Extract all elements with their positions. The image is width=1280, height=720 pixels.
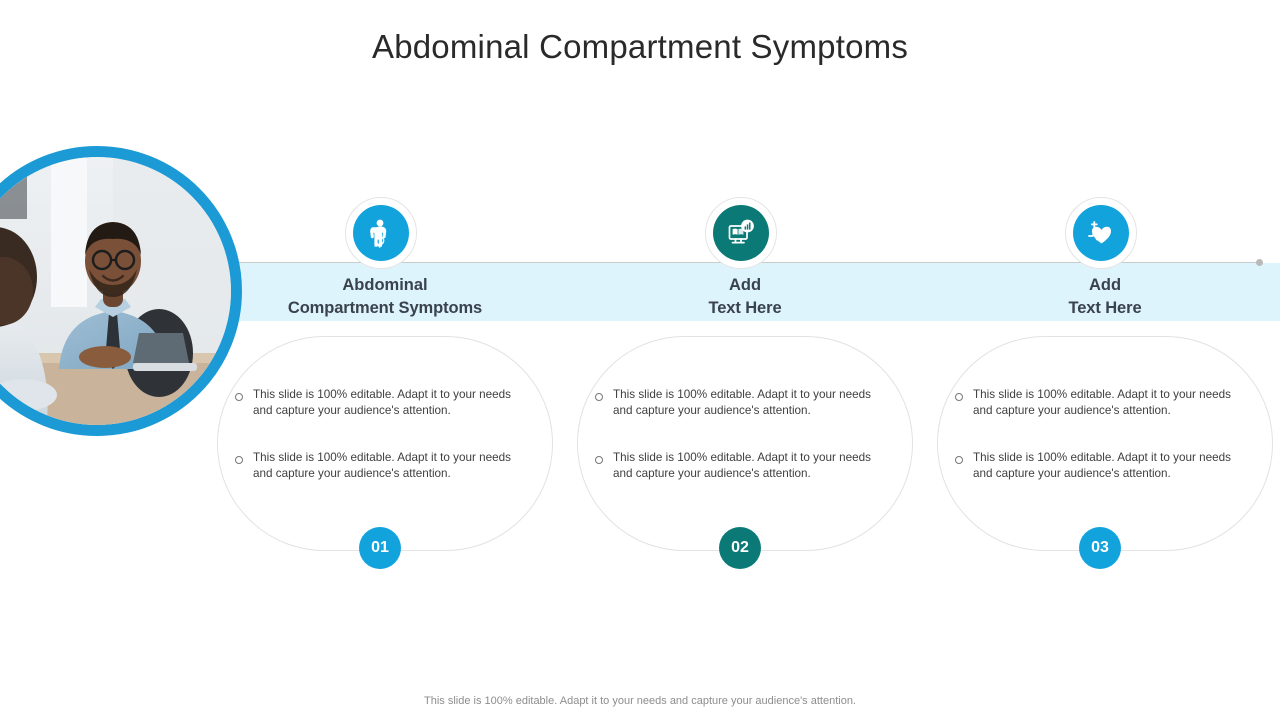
monitor-book-chart-icon [713, 205, 769, 261]
heading-band [232, 263, 1280, 321]
bullet-text: This slide is 100% editable. Adapt it to… [613, 388, 871, 417]
column-02: Add Text Here This slide is 100% editabl… [565, 0, 925, 720]
icon-ring-01[interactable] [345, 197, 417, 269]
bullet-list-02: This slide is 100% editable. Adapt it to… [595, 387, 895, 482]
column-heading-02: Add Text Here [565, 274, 925, 320]
list-item: This slide is 100% editable. Adapt it to… [235, 450, 535, 482]
heart-pulse-icon [1073, 205, 1129, 261]
slide-footer-note: This slide is 100% editable. Adapt it to… [424, 695, 856, 707]
list-item: This slide is 100% editable. Adapt it to… [595, 387, 895, 419]
bullet-text: This slide is 100% editable. Adapt it to… [973, 388, 1231, 417]
heart-pulse-glyph [1088, 221, 1111, 244]
bullet-text: This slide is 100% editable. Adapt it to… [253, 451, 511, 480]
list-item: This slide is 100% editable. Adapt it to… [955, 387, 1255, 419]
icon-ring-03[interactable] [1065, 197, 1137, 269]
heading-line-2: Text Here [708, 299, 782, 317]
bullet-marker-icon [235, 456, 243, 464]
column-heading-03: Add Text Here [925, 274, 1280, 320]
bullet-marker-icon [235, 393, 243, 401]
bullet-marker-icon [955, 456, 963, 464]
list-item: This slide is 100% editable. Adapt it to… [235, 387, 535, 419]
bullet-text: This slide is 100% editable. Adapt it to… [973, 451, 1231, 480]
patient-figure-glyph [370, 219, 387, 248]
bullet-list-01: This slide is 100% editable. Adapt it to… [235, 387, 535, 482]
photo-circle [0, 146, 242, 436]
heading-line-1: Add [728, 276, 762, 294]
monitor-book-chart-glyph [728, 219, 754, 244]
list-item: This slide is 100% editable. Adapt it to… [595, 450, 895, 482]
timeline-end-dot [1256, 259, 1263, 266]
page-title: Abdominal Compartment Symptoms [371, 28, 909, 65]
heading-line-1: Add [1088, 276, 1122, 294]
column-03: Add Text Here This slide is 100% editabl… [925, 0, 1280, 720]
bullet-marker-icon [595, 393, 603, 401]
step-badge-03[interactable]: 03 [1079, 527, 1121, 569]
bullet-marker-icon [595, 456, 603, 464]
bullet-text: This slide is 100% editable. Adapt it to… [253, 388, 511, 417]
patient-figure-icon [353, 205, 409, 261]
bullet-list-03: This slide is 100% editable. Adapt it to… [955, 387, 1255, 482]
step-badge-01[interactable]: 01 [359, 527, 401, 569]
list-item: This slide is 100% editable. Adapt it to… [955, 450, 1255, 482]
heading-line-2: Compartment Symptoms [287, 299, 483, 317]
step-badge-02[interactable]: 02 [719, 527, 761, 569]
bullet-marker-icon [955, 393, 963, 401]
heading-line-1: Abdominal [342, 276, 428, 294]
photo-image [0, 157, 231, 425]
column-01: Abdominal Compartment Symptoms This slid… [205, 0, 565, 720]
meeting-photo-illustration [0, 157, 231, 425]
bullet-text: This slide is 100% editable. Adapt it to… [613, 451, 871, 480]
column-heading-01: Abdominal Compartment Symptoms [205, 274, 565, 320]
heading-line-2: Text Here [1068, 299, 1142, 317]
icon-ring-02[interactable] [705, 197, 777, 269]
